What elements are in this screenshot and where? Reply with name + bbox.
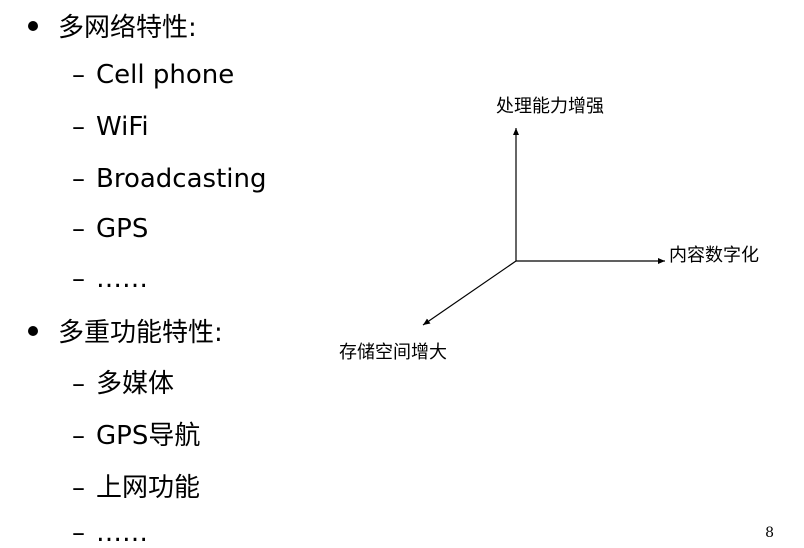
dash-icon: –: [72, 60, 85, 90]
sub-item-multimedia: –多媒体: [72, 369, 174, 399]
bullet-multi-network: 多网络特性:: [28, 13, 197, 43]
dash-icon: –: [72, 164, 85, 194]
sub-item-gps-navigation: –GPS导航: [72, 421, 200, 451]
sub-item-ellipsis: –……: [72, 264, 148, 294]
sub-item-broadcasting: –Broadcasting: [72, 164, 266, 194]
diagonal-axis-line: [422, 260, 517, 326]
dash-icon: –: [72, 112, 85, 142]
axis-label-storage: 存储空间增大: [339, 342, 447, 363]
bullet-dot-icon: [28, 325, 38, 336]
sub-item-label: GPS导航: [96, 421, 201, 451]
page-number: 8: [765, 525, 774, 541]
dash-icon: –: [72, 214, 85, 244]
dash-icon: –: [72, 518, 85, 548]
sub-item-cell-phone: –Cell phone: [72, 60, 234, 90]
sub-item-label: Cell phone: [96, 60, 235, 90]
sub-item-ellipsis-2: –……: [72, 518, 148, 548]
sub-item-label: 多媒体: [96, 369, 175, 399]
dash-icon: –: [72, 264, 85, 294]
sub-item-wifi: –WiFi: [72, 112, 149, 142]
bullet-dot-icon: [28, 20, 38, 31]
sub-item-label: ……: [96, 264, 148, 294]
sub-item-label: ……: [96, 518, 148, 548]
dash-icon: –: [72, 473, 85, 503]
axis-label-digitization: 内容数字化: [669, 245, 759, 266]
dash-icon: –: [72, 369, 85, 399]
axis-label-processing: 处理能力增强: [496, 96, 604, 117]
sub-item-label: 上网功能: [96, 473, 201, 503]
sub-item-label: GPS: [96, 214, 149, 244]
bullet-multi-function: 多重功能特性:: [28, 318, 223, 348]
sub-item-internet: –上网功能: [72, 473, 200, 503]
bullet-label: 多重功能特性:: [58, 318, 223, 348]
bullet-label: 多网络特性:: [58, 13, 197, 43]
sub-item-label: WiFi: [96, 112, 149, 142]
sub-item-gps: –GPS: [72, 214, 148, 244]
dash-icon: –: [72, 421, 85, 451]
sub-item-label: Broadcasting: [96, 164, 267, 194]
